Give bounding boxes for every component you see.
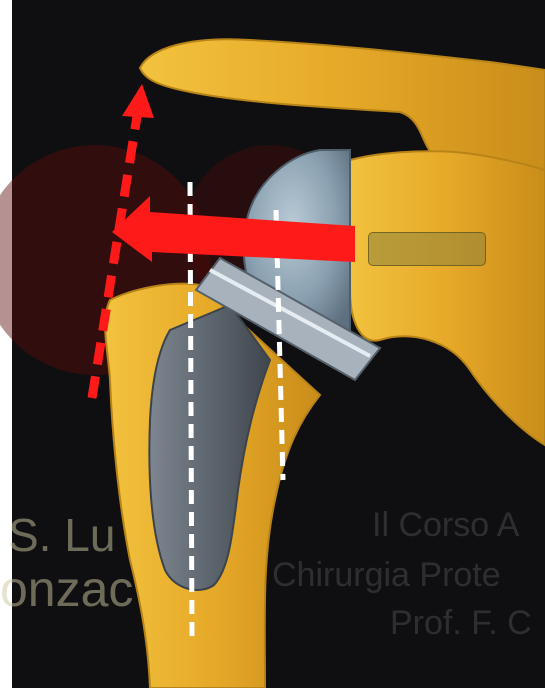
watermark-left-line2: onzac xyxy=(0,560,133,618)
watermark-left-line1: S. Lu xyxy=(8,508,115,562)
label-tag xyxy=(368,232,486,266)
watermark-right-line1: Il Corso A xyxy=(372,506,519,545)
watermark-right-line2: Chirurgia Prote xyxy=(272,556,501,595)
watermark-right-line3: Prof. F. C xyxy=(390,604,532,643)
